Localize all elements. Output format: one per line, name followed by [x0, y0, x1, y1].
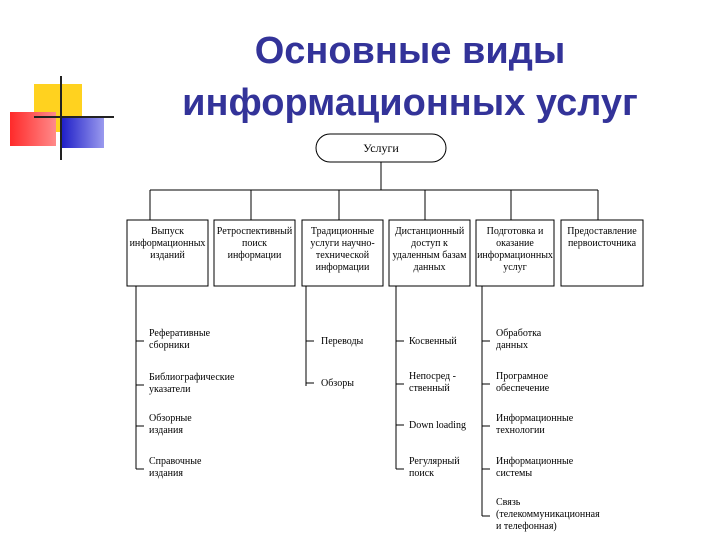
category-box — [388, 219, 471, 287]
list-item-label: Переводы — [321, 336, 364, 347]
list-item-label: Регулярный — [409, 456, 460, 467]
category-label-line: информационных — [477, 250, 553, 261]
category-label-line: информационных — [130, 238, 206, 249]
list-item-label: Связь — [496, 497, 521, 508]
list-item-label: издания — [149, 425, 183, 436]
list-item-label: технологии — [496, 425, 545, 436]
list-item-label: и телефонная) — [496, 521, 557, 532]
page-title-line-2: информационных услуг — [182, 82, 638, 124]
list-item-label: данных — [496, 340, 528, 351]
category-label-line: информации — [316, 262, 370, 273]
category-label-line: изданий — [150, 250, 185, 261]
decorative-vertical-line — [60, 76, 62, 160]
decorative-horizontal-line — [34, 116, 114, 118]
category-label-line: Традиционные — [311, 226, 375, 237]
list-item-label: сборники — [149, 340, 190, 351]
list-item-label: обеспечение — [496, 383, 550, 394]
category-label-line: Ретроспективный — [217, 226, 293, 237]
list-item-label: поиск — [409, 468, 434, 479]
list-item-label: Реферативные — [149, 328, 211, 339]
list-item-label: указатели — [149, 384, 191, 395]
list-item-label: Обзорные — [149, 413, 192, 424]
decorative-blue-square — [62, 118, 104, 148]
category-label-line: услуги научно- — [310, 238, 374, 249]
category-box — [475, 219, 555, 287]
list-item-label: Обзоры — [321, 378, 354, 389]
list-item-label: Косвенный — [409, 336, 457, 347]
category-label-line: удаленным базам — [393, 250, 468, 261]
list-item-label: Down loading — [409, 420, 466, 431]
list-item-label: ственный — [409, 383, 450, 394]
category-label-line: Подготовка и — [487, 226, 544, 237]
category-label-line: технической — [316, 250, 370, 261]
list-item-label: издания — [149, 468, 183, 479]
category-label-line: первоисточника — [568, 238, 637, 249]
category-label-line: услуг — [503, 262, 527, 273]
list-item-label: системы — [496, 468, 532, 479]
list-item-label: Обработка — [496, 328, 542, 339]
list-item-label: Непосред - — [409, 371, 456, 382]
category-label-line: Выпуск — [151, 226, 184, 237]
category-box — [213, 219, 296, 287]
category-box — [126, 219, 209, 287]
list-item-label: (телекоммуникационная — [496, 509, 600, 520]
category-label-line: оказание — [496, 238, 534, 249]
category-label-line: поиск — [242, 238, 267, 249]
list-item-label: Информационные — [496, 413, 574, 424]
list-item-label: Програмное — [496, 371, 549, 382]
category-label-line: данных — [414, 262, 446, 273]
category-label-line: Предоставление — [567, 226, 637, 237]
root-node-label: Услуги — [363, 141, 399, 155]
list-item-label: Справочные — [149, 456, 202, 467]
page-title-line-1: Основные виды — [254, 30, 566, 72]
list-item-label: Информационные — [496, 456, 574, 467]
category-box — [560, 219, 644, 287]
category-label-line: Дистанционный — [395, 226, 465, 237]
list-item-label: Библиографические — [149, 372, 235, 383]
category-box — [301, 219, 384, 287]
category-label-line: информации — [228, 250, 282, 261]
category-label-line: доступ к — [411, 238, 448, 249]
